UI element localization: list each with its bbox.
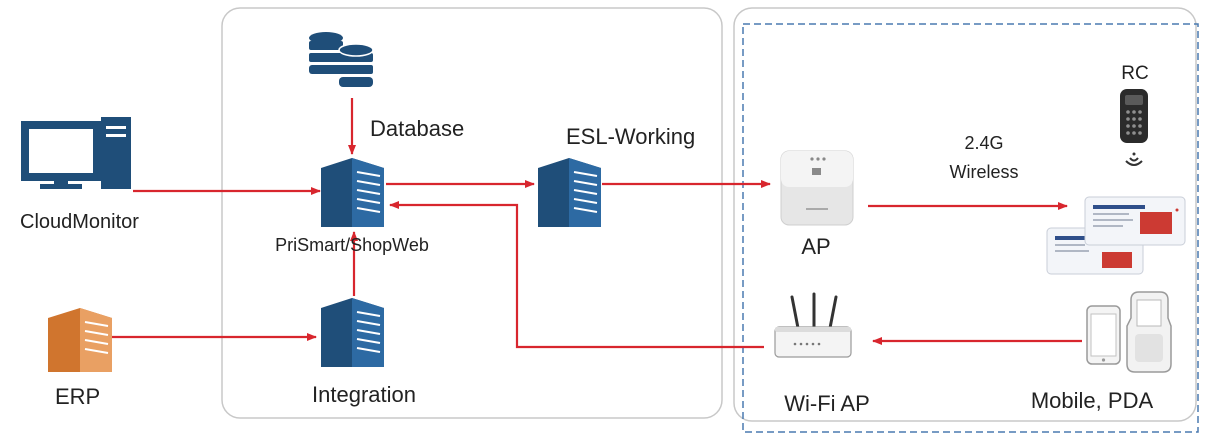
access-point-icon: [780, 150, 854, 226]
store-dashed-boundary: [742, 23, 1199, 433]
desktop-computer-icon: [21, 117, 131, 189]
remote-control-icon: [1120, 89, 1148, 143]
mobile-phone-icon: [1086, 305, 1121, 365]
database-label: Database: [370, 116, 464, 141]
server-label: PriSmart/ShopWeb: [275, 235, 429, 255]
integration-server-icon: [321, 298, 384, 367]
erp-server-icon: [48, 308, 112, 372]
ap-label: AP: [801, 234, 830, 259]
pda-icon: [1126, 291, 1172, 373]
connections: [112, 98, 1082, 349]
erp-label: ERP: [55, 384, 100, 409]
rc-label: RC: [1121, 63, 1148, 84]
eslworking-label: ESL-Working: [566, 124, 695, 149]
mobile-pda-label: Mobile, PDA: [1031, 388, 1154, 413]
integration-label: Integration: [312, 382, 416, 407]
wireless-signal-icon: [1125, 152, 1143, 166]
wifi-ap-label: Wi-Fi AP: [784, 391, 870, 416]
server-icon: [321, 158, 384, 227]
cloudmonitor-label: CloudMonitor: [20, 211, 139, 233]
store-panel: [733, 7, 1197, 422]
server-panel: [221, 7, 723, 419]
wifi-router-icon: [774, 292, 852, 358]
database-icon: [309, 32, 374, 87]
esl-working-server-icon: [538, 158, 601, 227]
wireless-label-line1: 2.4G: [964, 133, 1003, 153]
electronic-shelf-label-icon: [1046, 196, 1186, 275]
arrow-wifiap-to-server: [389, 201, 764, 349]
wireless-label-line2: Wireless: [949, 162, 1018, 182]
